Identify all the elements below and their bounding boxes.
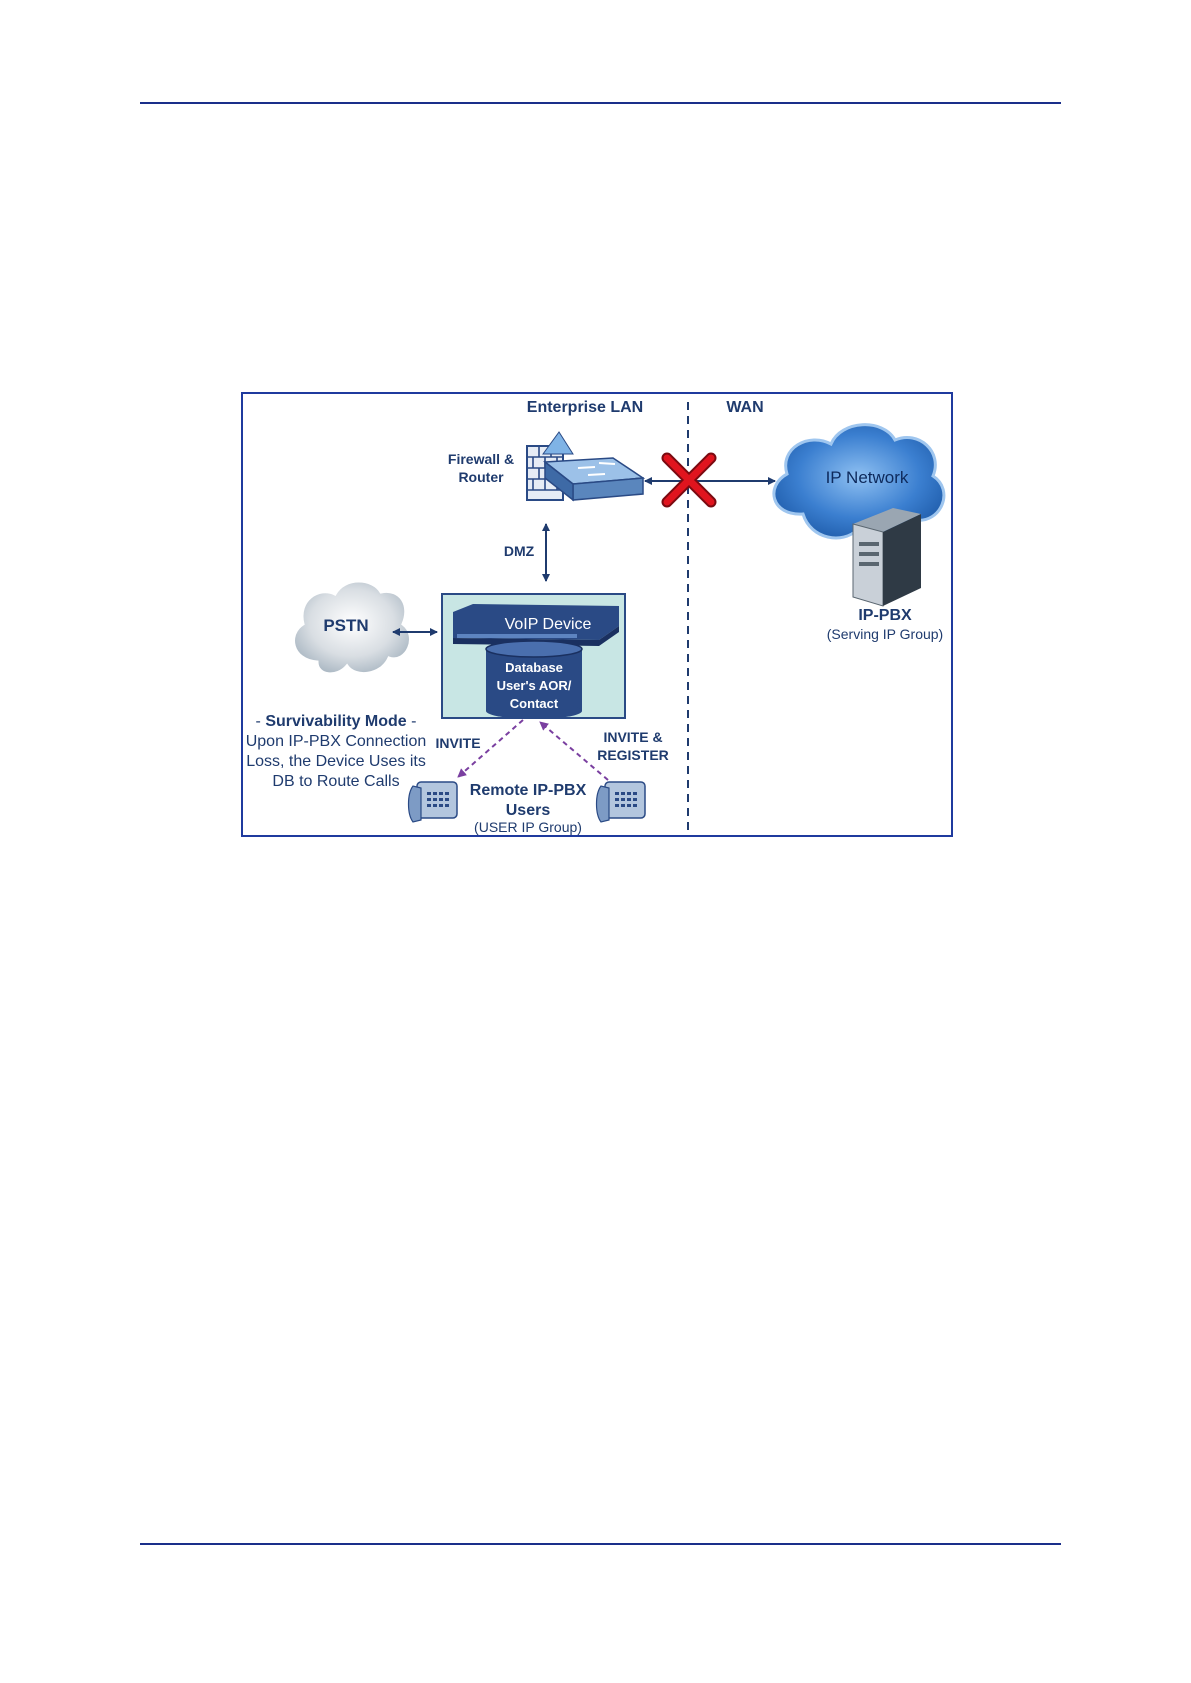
survivability-line1: Upon IP-PBX Connection <box>246 733 427 750</box>
header-rule <box>140 102 1061 104</box>
ip-pbx-server-icon <box>853 508 921 606</box>
database-label-line1: Database <box>505 660 563 675</box>
survivability-title: - Survivability Mode - <box>256 713 417 730</box>
invite-label: INVITE <box>435 735 480 751</box>
user-ip-group-label: (USER IP Group) <box>474 819 582 835</box>
firewall-label-line1: Firewall & <box>448 451 514 467</box>
firewall-label-line2: Router <box>458 469 504 485</box>
survivability-line3: DB to Route Calls <box>272 773 399 790</box>
remote-users-label-line2: Users <box>506 802 551 819</box>
database-label-line3: Contact <box>510 696 559 711</box>
invite-register-label-line2: REGISTER <box>597 747 669 763</box>
ip-network-label: IP Network <box>826 468 909 487</box>
ip-pbx-label: IP-PBX <box>858 607 912 624</box>
pstn-label: PSTN <box>323 616 368 635</box>
database-label-line2: User's AOR/ <box>497 678 572 693</box>
diagram-canvas: Enterprise LAN WAN Firewall & Router <box>243 394 951 835</box>
zone-lan-label: Enterprise LAN <box>527 399 643 416</box>
phone-icon-right <box>597 782 646 822</box>
remote-users-label-line1: Remote IP-PBX <box>470 782 587 799</box>
phone-icon-left <box>409 782 458 822</box>
survivability-line2: Loss, the Device Uses its <box>246 753 426 770</box>
serving-ip-group-label: (Serving IP Group) <box>827 626 943 642</box>
footer-rule <box>140 1543 1061 1545</box>
invite-register-label-line1: INVITE & <box>603 729 662 745</box>
dmz-label: DMZ <box>504 543 535 559</box>
zone-wan-label: WAN <box>726 399 763 416</box>
voip-device-label: VoIP Device <box>505 616 592 633</box>
network-diagram: Enterprise LAN WAN Firewall & Router <box>241 392 953 837</box>
